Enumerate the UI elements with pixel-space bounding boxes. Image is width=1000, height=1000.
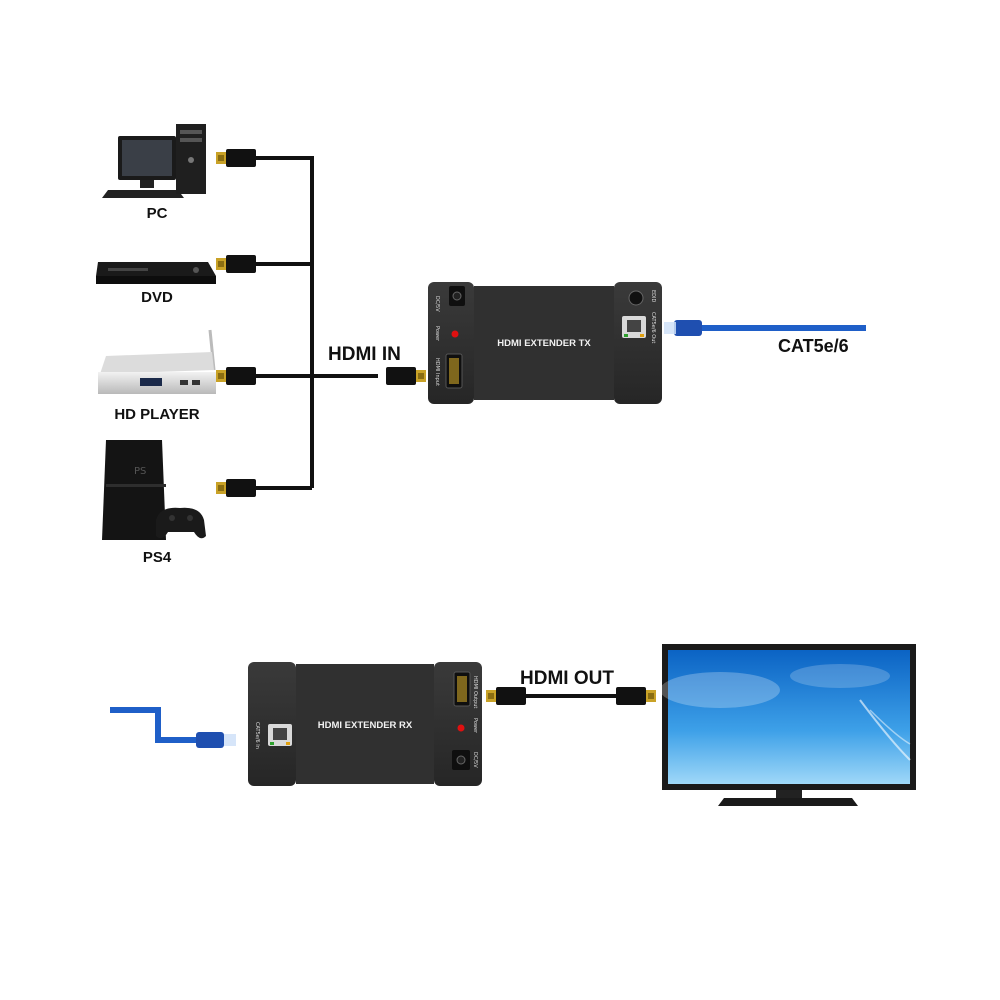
source-label-pc: PC [147, 205, 168, 222]
hdmi-plug-icon [216, 149, 426, 497]
network-cable-rx [110, 707, 236, 748]
rx-cat-in-label: CAT5e/6 In [254, 722, 260, 749]
tx-hdmi-input-label: HDMI Input [434, 358, 440, 386]
dvd-player-icon [96, 262, 216, 284]
pc-icon [102, 124, 206, 198]
rx-hdmi-output-label: HDMI Output [472, 676, 478, 708]
hdmi-out-cable [486, 687, 656, 705]
tx-edid-label: EDID [650, 290, 656, 302]
media-box-icon [98, 329, 216, 394]
rx-unit: CAT5e/6 In HDMI EXTENDER RX HDMI Output … [248, 662, 482, 786]
tx-cat-out-label: CAT5e/6 Out [650, 312, 656, 343]
network-cable-tx [664, 320, 866, 336]
hdmi-in-label: HDMI IN [328, 344, 401, 365]
tv-icon [660, 644, 916, 806]
rx-title: HDMI EXTENDER RX [318, 720, 413, 731]
source-label-ps4: PS4 [143, 549, 172, 566]
tx-title: HDMI EXTENDER TX [497, 338, 591, 349]
game-console-icon: PS [102, 440, 206, 540]
hdmi-out-label: HDMI OUT [520, 668, 614, 689]
rx-dc-label: DC/5V [472, 752, 478, 768]
svg-text:PS: PS [134, 466, 146, 477]
source-label-dvd: DVD [141, 289, 173, 306]
tx-unit: DC/5V Power HDMI Input HDMI EXTENDER TX … [428, 282, 662, 404]
hdmi-cable-bundle [256, 156, 378, 490]
source-label-hdplayer: HD PLAYER [114, 406, 199, 423]
rx-power-label: Power [472, 718, 478, 734]
tx-power-label: Power [434, 326, 440, 342]
cat-cable-label: CAT5e/6 [778, 336, 849, 356]
tx-dc-label: DC/5V [434, 296, 440, 312]
